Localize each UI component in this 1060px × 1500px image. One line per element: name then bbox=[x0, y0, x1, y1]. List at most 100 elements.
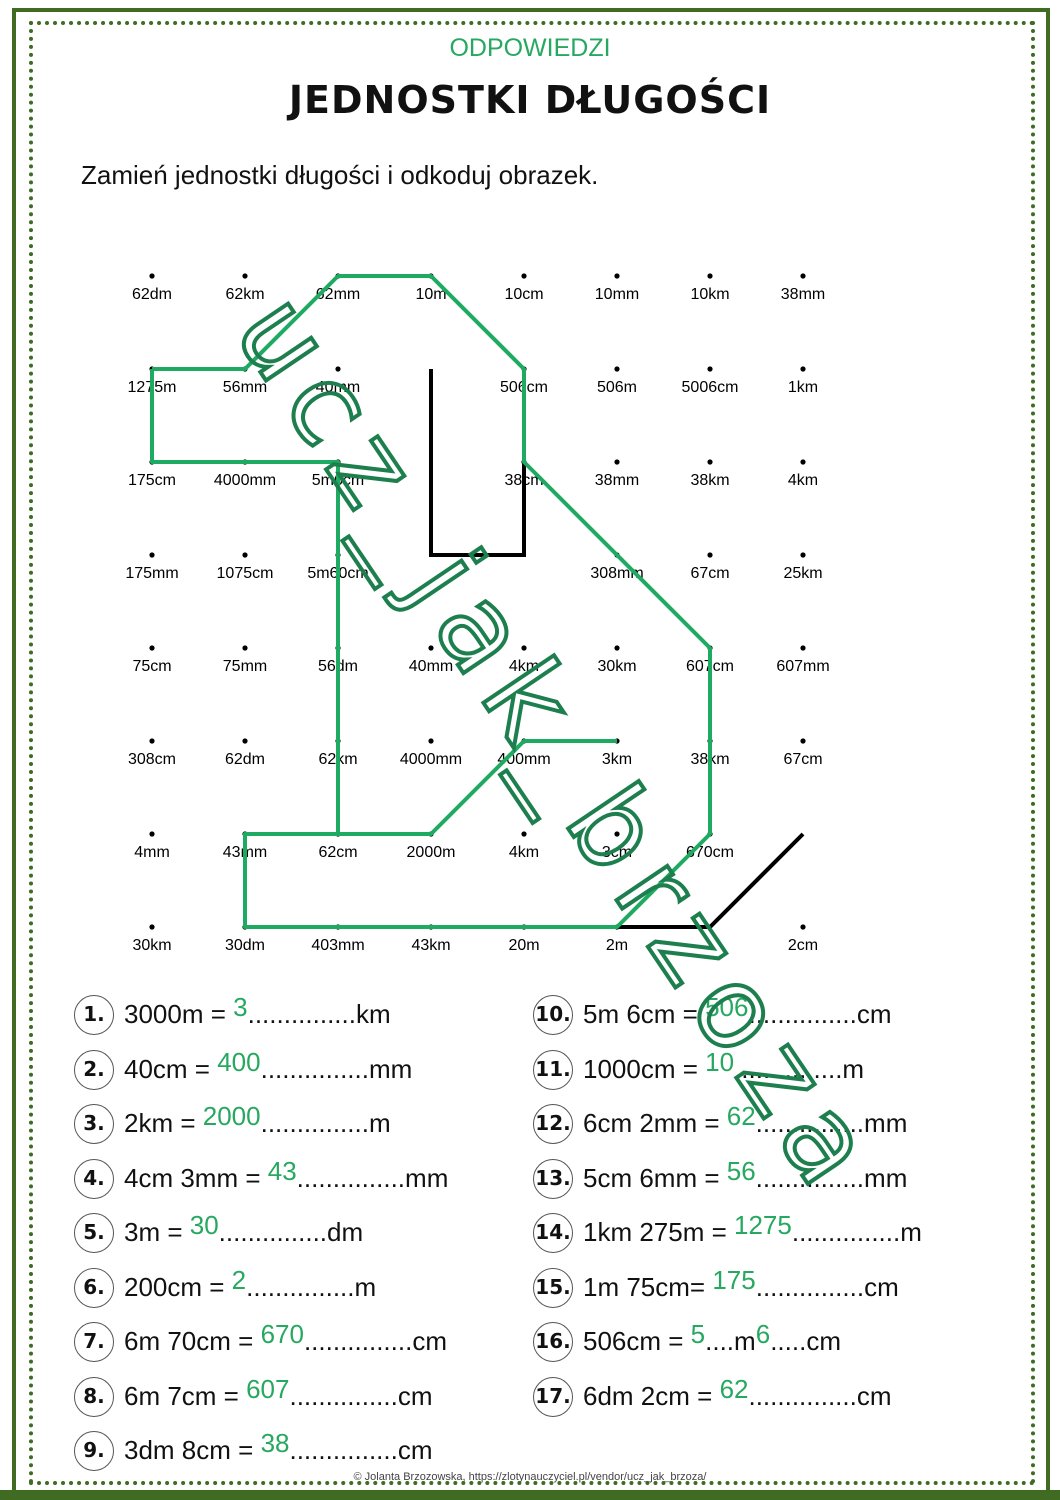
answer-blank: 43............... bbox=[267, 1155, 405, 1198]
page-border-bottom bbox=[0, 1490, 1060, 1500]
exercise-text: 6dm 2cm = bbox=[583, 1380, 720, 1411]
exercise-text: mm bbox=[405, 1162, 449, 1193]
answer-value: 175 bbox=[712, 1264, 756, 1295]
grid-label: 62dm bbox=[132, 286, 172, 303]
grid-dot bbox=[707, 366, 713, 372]
blank-dots: ............... bbox=[734, 1053, 843, 1084]
exercise-text: 1km 275m = bbox=[583, 1217, 735, 1247]
grid-label: 62km bbox=[225, 286, 264, 303]
blank-dots: ............... bbox=[260, 1053, 369, 1084]
grid-dot bbox=[800, 552, 806, 558]
grid-label: 38mm bbox=[781, 286, 825, 303]
exercise-number-badge: 8. bbox=[74, 1376, 114, 1417]
answer-value: 5 bbox=[690, 1319, 706, 1349]
grid-dot bbox=[242, 552, 248, 558]
grid-label: 40mm bbox=[409, 658, 453, 675]
exercise-number-badge: 16. bbox=[533, 1322, 573, 1362]
answer-value: 506 bbox=[705, 992, 749, 1022]
grid-label: 2cm bbox=[788, 937, 818, 954]
exercise-number-badge: 9. bbox=[74, 1431, 114, 1471]
answer-blank: 10............... bbox=[705, 1046, 843, 1089]
grid-dot bbox=[800, 273, 806, 279]
exercise-text: 5cm 6mm = bbox=[583, 1162, 727, 1193]
blank-dots: ............... bbox=[748, 1380, 857, 1411]
exercise-number-badge: 4. bbox=[74, 1158, 114, 1199]
answer-value: 3 bbox=[233, 992, 248, 1022]
blank-dots: ............... bbox=[289, 1380, 398, 1411]
grid-label: 4km bbox=[509, 844, 539, 861]
grid-label: 506m bbox=[597, 379, 637, 396]
exercise-number-badge: 2. bbox=[74, 1049, 114, 1090]
exercise-text: 200cm = bbox=[124, 1271, 232, 1302]
exercise-text: cm bbox=[806, 1326, 841, 1356]
grid-label: 3km bbox=[602, 751, 632, 768]
grid-label: 308cm bbox=[128, 751, 176, 768]
grid-label: 56mm bbox=[223, 379, 267, 396]
answer-blank: 62............... bbox=[719, 1373, 857, 1416]
exercise-text: m bbox=[368, 1108, 391, 1138]
grid-label: 403mm bbox=[311, 937, 364, 954]
grid-label: 175mm bbox=[125, 565, 178, 582]
grid-label: 4km bbox=[509, 658, 539, 675]
grid-label: 30dm bbox=[225, 937, 265, 954]
grid-label: 38mm bbox=[595, 472, 639, 489]
answer-value: 10 bbox=[705, 1046, 735, 1077]
exercise-item: 16.506cm = 5....m6.....cm bbox=[533, 1319, 841, 1362]
exercise-item: 10.5m 6cm = 506...............cm bbox=[533, 992, 892, 1035]
answer-blank: 6..... bbox=[756, 1319, 807, 1361]
answer-value: 62 bbox=[719, 1373, 749, 1404]
exercise-item: 4.4cm 3mm = 43...............mm bbox=[74, 1155, 449, 1199]
blank-dots: ............... bbox=[791, 1217, 901, 1247]
grid-label: 4km bbox=[788, 472, 818, 489]
exercise-text: 2km = bbox=[124, 1108, 203, 1138]
grid-label: 10cm bbox=[504, 286, 543, 303]
grid-label: 25km bbox=[783, 565, 822, 582]
blank-dots: ............... bbox=[289, 1435, 398, 1465]
answer-blank: 506............... bbox=[705, 992, 857, 1034]
blank-dots: ............... bbox=[755, 1162, 865, 1193]
exercise-text: mm bbox=[368, 1053, 413, 1084]
answer-value: 56 bbox=[726, 1155, 756, 1186]
answer-blank: 670............... bbox=[261, 1319, 413, 1361]
grid-label: 20m bbox=[508, 937, 539, 954]
exercise-text: cm bbox=[412, 1326, 447, 1356]
exercise-item: 6.200cm = 2...............m bbox=[74, 1264, 376, 1308]
grid-dot bbox=[800, 366, 806, 372]
grid-dot bbox=[149, 831, 155, 837]
grid-label: 10mm bbox=[595, 286, 639, 303]
answer-blank: 2............... bbox=[231, 1264, 355, 1307]
exercise-number-badge: 14. bbox=[533, 1213, 573, 1253]
exercise-text: cm bbox=[864, 1271, 899, 1302]
exercise-item: 3.2km = 2000...............m bbox=[74, 1101, 391, 1144]
answer-blank: 607............... bbox=[246, 1374, 398, 1416]
grid-dot bbox=[800, 645, 806, 651]
exercise-text: 6cm 2mm = bbox=[583, 1108, 727, 1138]
grid-dot bbox=[800, 459, 806, 465]
exercise-text: km bbox=[355, 999, 391, 1029]
answer-value: 400 bbox=[217, 1046, 261, 1077]
exercise-text: 3dm 8cm = bbox=[124, 1435, 261, 1465]
grid-dot bbox=[521, 831, 527, 837]
exercise-item: 5.3m = 30...............dm bbox=[74, 1210, 363, 1253]
exercise-item: 7.6m 70cm = 670...............cm bbox=[74, 1319, 447, 1362]
exercise-number-badge: 13. bbox=[533, 1158, 573, 1199]
exercise-text: cm bbox=[856, 999, 892, 1029]
exercise-text: 1000cm = bbox=[583, 1053, 706, 1084]
grid-dot bbox=[149, 924, 155, 930]
answer-blank: 2000............... bbox=[203, 1101, 369, 1143]
answer-value: 2 bbox=[231, 1264, 247, 1295]
exercise-text: 3m = bbox=[124, 1217, 190, 1247]
grid-dot bbox=[707, 459, 713, 465]
answer-value: 43 bbox=[267, 1155, 297, 1186]
exercise-text: 6m 7cm = bbox=[124, 1380, 247, 1411]
exercise-item: 1.3000m = 3...............km bbox=[74, 992, 391, 1035]
grid-dot bbox=[614, 273, 620, 279]
grid-label: 62cm bbox=[318, 844, 357, 861]
grid-label: 30km bbox=[597, 658, 636, 675]
blank-dots: ............... bbox=[260, 1108, 369, 1138]
blank-dots: ............... bbox=[755, 1271, 865, 1302]
grid-dot bbox=[800, 924, 806, 930]
grid-dot bbox=[707, 273, 713, 279]
blank-dots: ............... bbox=[303, 1326, 413, 1356]
